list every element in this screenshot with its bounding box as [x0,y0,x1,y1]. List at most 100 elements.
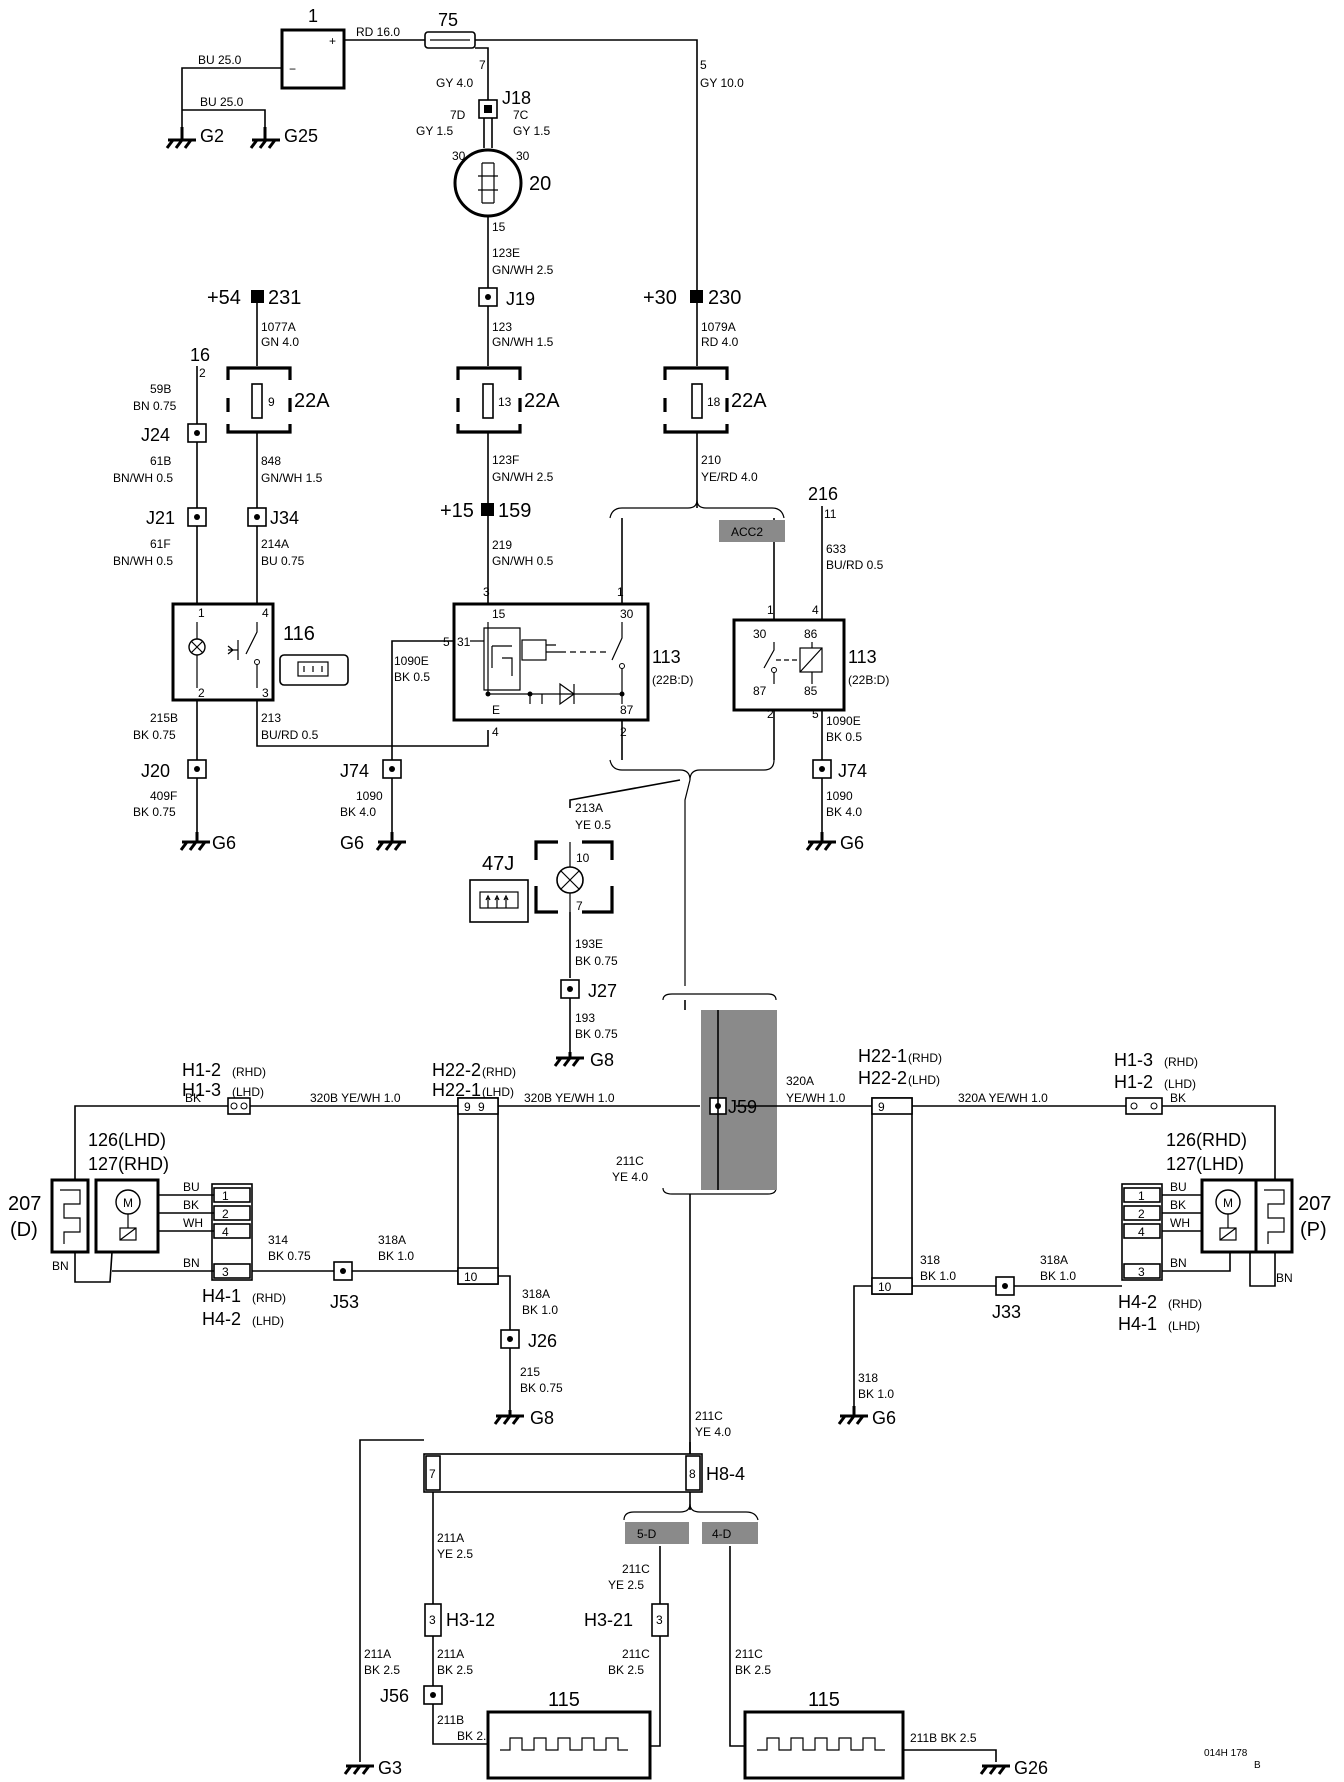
connector-h22-right: 9 10 [871,1097,913,1295]
connector-h22-left: 9 9 10 [457,1097,499,1285]
svg-text:10: 10 [464,1270,478,1284]
svg-text:BN 0.75: BN 0.75 [133,399,177,413]
svg-text:RD 4.0: RD 4.0 [701,335,739,349]
fuse-75: 75 [424,10,476,49]
svg-text:11: 11 [824,507,837,521]
label-4d: 4-D [702,1522,758,1544]
connector-j24: J24 [141,423,207,445]
svg-text:BK: BK [183,1198,199,1212]
svg-text:9: 9 [464,1100,471,1114]
svg-text:5: 5 [700,58,707,72]
svg-text:7C: 7C [513,108,529,122]
defroster-115-right: 115 [743,1689,905,1780]
svg-text:BU/RD 0.5: BU/RD 0.5 [826,558,884,572]
connector-h1-left [227,1097,251,1115]
svg-text:BK 1.0: BK 1.0 [522,1303,558,1317]
svg-text:127(RHD): 127(RHD) [88,1154,169,1174]
connector-j18: J18 [478,88,531,119]
connector-j21: J21 [146,507,207,528]
svg-text:J34: J34 [270,508,299,528]
ground-g3: G3 [343,1758,402,1778]
svg-text:10: 10 [878,1280,892,1294]
ground-g6-c: G6 [805,832,864,853]
svg-text:GN/WH 2.5: GN/WH 2.5 [492,263,554,277]
svg-text:47J: 47J [482,853,514,875]
svg-text:22A: 22A [731,390,767,412]
svg-text:318: 318 [920,1253,940,1267]
svg-text:31: 31 [457,635,471,649]
svg-text:+15: +15 [440,500,474,522]
svg-text:J21: J21 [146,508,175,528]
ground-g6-b: G6 [340,832,406,853]
supply-54: +54 231 [207,287,301,309]
svg-text:RD 16.0: RD 16.0 [356,25,400,39]
svg-text:159: 159 [498,500,531,522]
svg-text:7: 7 [479,58,486,72]
connector-j53: J53 [330,1261,359,1312]
svg-text:BK 0.75: BK 0.75 [133,805,176,819]
svg-text:+30: +30 [643,287,677,309]
svg-text:4-D: 4-D [712,1527,732,1541]
connector-j19: J19 [478,287,535,309]
defroster-115-left: 115 [486,1689,652,1780]
svg-text:409F: 409F [150,789,177,803]
svg-text:BK 0.75: BK 0.75 [520,1381,563,1395]
svg-text:86: 86 [804,627,818,641]
seat-207-p: 207 (P) [1254,1178,1331,1254]
svg-text:3: 3 [483,585,490,599]
svg-text:211C: 211C [622,1647,650,1661]
svg-text:318: 318 [858,1371,878,1385]
svg-text:4: 4 [222,1225,229,1239]
svg-text:2: 2 [767,707,774,721]
heater-126-left: M 126(LHD) 127(RHD) [88,1130,169,1254]
svg-text:15: 15 [492,220,506,234]
svg-text:113: 113 [652,647,681,667]
svg-text:193E: 193E [575,937,603,951]
connector-j56: J56 [380,1685,443,1706]
svg-text:(LHD): (LHD) [482,1085,514,1099]
svg-text:30: 30 [452,149,466,163]
svg-text:G6: G6 [840,833,864,853]
svg-text:59B: 59B [150,382,171,396]
svg-text:4: 4 [262,606,269,620]
svg-text:ACC2: ACC2 [731,525,763,539]
svg-text:87: 87 [620,703,634,717]
svg-text:320B YE/WH 1.0: 320B YE/WH 1.0 [524,1091,615,1105]
svg-text:(RHD): (RHD) [908,1051,942,1065]
svg-text:4: 4 [1138,1225,1145,1239]
ground-g25: G25 [249,126,318,149]
svg-text:230: 230 [708,287,741,309]
svg-text:GY 1.5: GY 1.5 [513,124,550,138]
svg-text:G26: G26 [1014,1758,1048,1778]
svg-text:123E: 123E [492,246,520,260]
svg-text:J59: J59 [728,1097,757,1117]
svg-text:BK 2.5: BK 2.5 [457,1729,493,1743]
svg-text:GN 4.0: GN 4.0 [261,335,299,349]
svg-text:211C: 211C [622,1562,650,1576]
svg-text:123: 123 [492,320,512,334]
svg-text:G6: G6 [340,833,364,853]
svg-text:85: 85 [804,684,818,698]
svg-text:YE 2.5: YE 2.5 [608,1578,644,1592]
svg-text:J18: J18 [502,88,531,108]
svg-text:(LHD): (LHD) [1164,1077,1196,1091]
svg-text:WH: WH [1170,1216,1190,1230]
svg-text:87: 87 [753,684,767,698]
ground-g8-b: G8 [493,1408,554,1428]
svg-text:H22-2: H22-2 [858,1068,907,1088]
svg-text:WH: WH [183,1216,203,1230]
svg-text:BK 0.75: BK 0.75 [133,728,176,742]
svg-text:15: 15 [492,607,506,621]
svg-text:633: 633 [826,542,846,556]
svg-text:BU 25.0: BU 25.0 [198,53,242,67]
fuse-box-22a-13: 13 22A [456,366,560,434]
svg-text:231: 231 [268,287,301,309]
connector-j74-b: J74 [812,759,867,781]
svg-text:(LHD): (LHD) [1168,1319,1200,1333]
svg-text:215: 215 [520,1365,540,1379]
relay-113-a: 3 1 5 31 15 30 E 87 4 2 113 (22B:D) [443,585,693,739]
svg-text:B: B [1254,1760,1261,1771]
svg-text:9: 9 [268,395,275,409]
svg-text:8: 8 [689,1467,696,1481]
